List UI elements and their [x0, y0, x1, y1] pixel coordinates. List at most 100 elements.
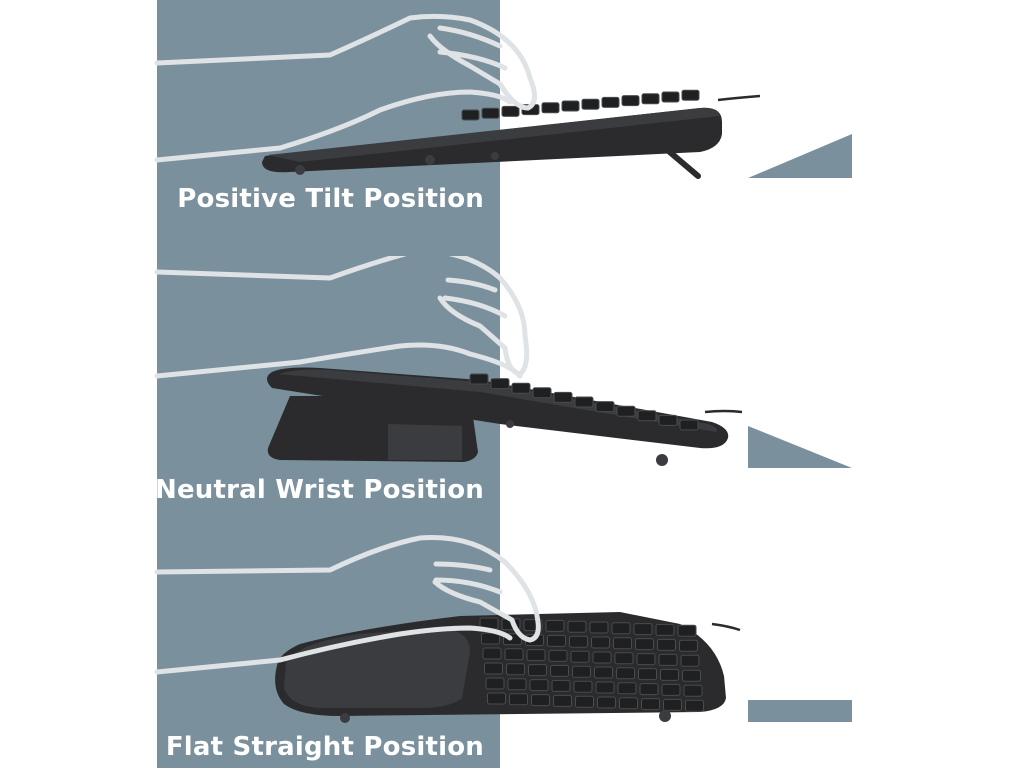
brand-logo-icon [412, 668, 432, 690]
keycap [561, 100, 580, 112]
keycap [575, 695, 594, 708]
keycap [619, 697, 638, 710]
keycap [617, 682, 637, 695]
keycap [511, 382, 531, 394]
tilt-wedge-icon [748, 134, 852, 178]
keycap [661, 91, 680, 103]
keycap [532, 387, 552, 399]
keycap [547, 634, 566, 647]
keycap [461, 109, 480, 121]
keycap [526, 649, 546, 662]
keycap [658, 653, 678, 666]
rubber-foot [425, 155, 435, 165]
flat-straight-illustration [154, 535, 852, 723]
keycap [570, 650, 590, 663]
keycap [638, 668, 657, 681]
keycap [614, 652, 634, 665]
keycap [663, 698, 682, 711]
key-row [469, 373, 699, 431]
keycap [613, 637, 632, 650]
keycap [621, 95, 640, 107]
keycap [482, 647, 502, 660]
keycap [641, 93, 660, 105]
keycap [504, 648, 524, 661]
keycap [501, 105, 520, 117]
scene-neutral-wrist: Neutral Wrist Position [0, 256, 1024, 512]
keycap [591, 636, 610, 649]
keycap [611, 622, 631, 635]
keycap [592, 651, 612, 664]
keycap [573, 680, 593, 693]
keycap [681, 89, 700, 101]
keycap [581, 98, 600, 110]
keycap [679, 419, 699, 431]
keycap [633, 623, 653, 636]
keycap [507, 678, 527, 691]
keycap [657, 638, 676, 651]
keycap [595, 681, 615, 694]
keycap [677, 624, 697, 637]
keycap [572, 665, 591, 678]
scene-positive-tilt: Positive Tilt Position [0, 0, 1024, 256]
positive-tilt-illustration [154, 13, 852, 179]
rubber-foot [340, 713, 350, 723]
keycap [548, 649, 568, 662]
keycap [574, 396, 594, 408]
position-label: Flat Straight Position [165, 732, 484, 762]
keyboard-body [267, 367, 729, 449]
keycap [545, 619, 565, 632]
key-row [461, 89, 700, 121]
keycap [679, 639, 698, 652]
keycap [680, 654, 700, 667]
keycap [541, 102, 560, 114]
keycap [567, 620, 587, 633]
keycap [481, 632, 500, 645]
keycap [635, 638, 654, 651]
keycap [485, 677, 505, 690]
rubber-foot [506, 420, 514, 428]
keycap [487, 692, 506, 705]
position-label: Positive Tilt Position [177, 184, 484, 214]
keyboard-cable [711, 622, 741, 632]
keycap [484, 662, 503, 675]
position-label: Neutral Wrist Position [155, 475, 484, 505]
tilt-wedge-icon [748, 426, 852, 468]
keycap [529, 679, 549, 692]
keycap [589, 621, 609, 634]
keycap [551, 679, 571, 692]
keycap [569, 635, 588, 648]
keycap [639, 683, 659, 696]
keycap [683, 684, 703, 697]
scene-flat-straight: Flat Straight Position [0, 512, 1024, 768]
rubber-foot [659, 710, 671, 722]
keycap [597, 696, 616, 709]
keyboard-cable [704, 409, 743, 414]
keycap [531, 694, 550, 707]
rubber-foot [295, 165, 305, 175]
keycap [601, 96, 620, 108]
keycap [553, 391, 573, 403]
keycap [509, 693, 528, 706]
keycap [636, 653, 656, 666]
keycap [658, 414, 678, 426]
keycap [616, 667, 635, 680]
hand-outline [154, 535, 541, 675]
keycap [594, 666, 613, 679]
keycap [469, 373, 489, 385]
rubber-foot [491, 152, 499, 160]
keycap [550, 664, 569, 677]
keycap [641, 698, 660, 711]
rubber-foot [656, 454, 668, 466]
keyboard-top-edge [278, 369, 717, 432]
keyboard-cable [717, 94, 761, 102]
keyboard-top-edge [268, 107, 720, 162]
flat-wedge-icon [748, 700, 852, 722]
keycap [616, 405, 636, 417]
keycap [595, 401, 615, 413]
keycap [528, 664, 547, 677]
keycap [553, 694, 572, 707]
keycap [655, 623, 675, 636]
kickstand [662, 145, 701, 179]
keycap [490, 378, 510, 390]
